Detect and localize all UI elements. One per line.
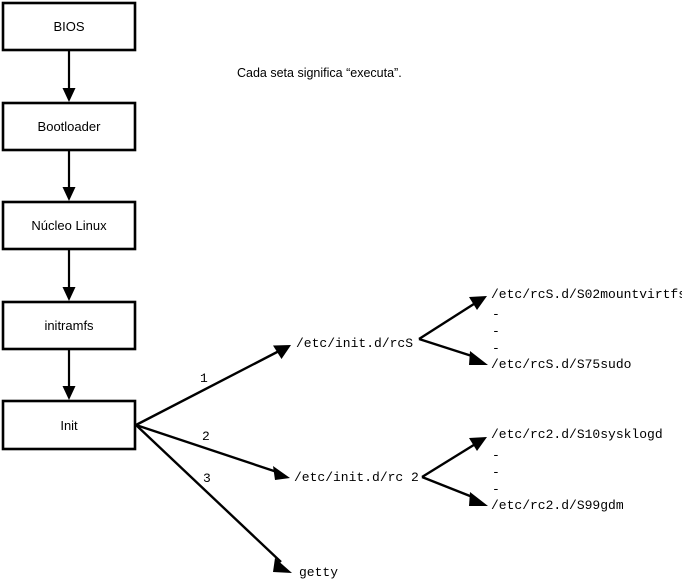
box-label-kernel: Núcleo Linux xyxy=(31,218,107,233)
arrow-rcs-to-first-script-head xyxy=(469,296,487,310)
rc2-ellipsis-dot-1: - xyxy=(492,448,500,463)
arrow-kernel-to-initramfs-head xyxy=(62,287,76,301)
box-initramfs xyxy=(1,300,137,351)
box-bootloader xyxy=(1,101,137,152)
label-init-target-rc2: /etc/init.d/rc 2 xyxy=(294,470,419,485)
arrow-init-to-rc2-head xyxy=(273,466,290,480)
box-label-bios: BIOS xyxy=(53,19,85,34)
arrow-rcs-to-last-script-head xyxy=(469,351,488,365)
rc2-ellipsis-dot-3: - xyxy=(492,482,500,497)
arrow-rcs-to-first-script-line xyxy=(418,300,478,341)
arrow-init-to-getty-head xyxy=(273,558,292,573)
label-rc2-script-last: /etc/rc2.d/S99gdm xyxy=(491,498,624,513)
box-label-initramfs: initramfs xyxy=(44,318,94,333)
box-label-init: Init xyxy=(60,418,78,433)
box-bios xyxy=(1,1,137,52)
box-label-bootloader: Bootloader xyxy=(37,119,101,134)
arrow-rc2-to-last-script-head xyxy=(469,492,488,506)
box-init xyxy=(1,399,137,451)
branch-number-3: 3 xyxy=(203,471,211,486)
arrow-rc2-to-first-script-head xyxy=(469,437,487,451)
rcs-ellipsis-dot-3: - xyxy=(492,341,500,356)
rc2-ellipsis-dot-2: - xyxy=(492,465,500,480)
legend-note: Cada seta significa “executa”. xyxy=(237,66,402,80)
label-rcs-script-last: /etc/rcS.d/S75sudo xyxy=(491,357,632,372)
arrow-rcs-to-last-script-line xyxy=(418,337,476,359)
label-init-target-getty: getty xyxy=(299,565,339,580)
arrow-initramfs-to-init-head xyxy=(62,386,76,400)
arrow-rc2-to-last-script-line xyxy=(421,475,476,500)
label-init-target-rcs: /etc/init.d/rcS xyxy=(296,336,414,351)
arrow-init-to-rcs-head xyxy=(273,345,291,359)
arrow-init-to-getty-line xyxy=(135,424,282,563)
label-rcs-script-first: /etc/rcS.d/S02mountvirtfs xyxy=(491,287,682,302)
label-rc2-script-first: /etc/rc2.d/S10sysklogd xyxy=(491,427,663,442)
box-kernel xyxy=(1,200,137,251)
arrow-rc2-to-first-script-line xyxy=(421,441,478,479)
branch-number-1: 1 xyxy=(200,371,208,386)
rcs-ellipsis-dot-1: - xyxy=(492,307,500,322)
arrow-bootloader-to-kernel-head xyxy=(62,187,76,201)
branch-number-2: 2 xyxy=(202,429,210,444)
arrow-init-to-rcs-line xyxy=(135,348,282,427)
rcs-ellipsis-dot-2: - xyxy=(492,324,500,339)
arrow-bios-to-bootloader-head xyxy=(62,88,76,102)
arrow-init-to-rc2-line xyxy=(135,423,278,474)
